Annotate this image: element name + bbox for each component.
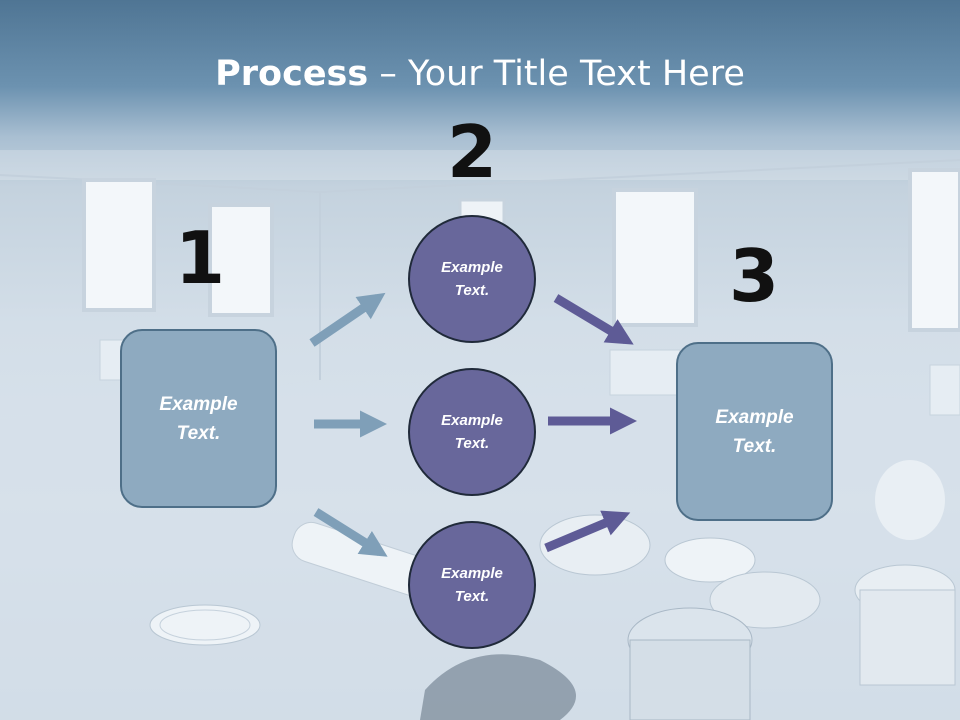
step-number-3: 3 xyxy=(728,234,780,318)
step-number-1: 1 xyxy=(174,216,226,300)
title-bold: Process xyxy=(215,54,369,94)
slide-title: Process – Your Title Text Here xyxy=(0,52,960,96)
circle-top-text: Example Text. xyxy=(441,259,503,299)
step-2-circle-middle: Example Text. xyxy=(408,368,536,496)
arrow-bottom-to-3 xyxy=(544,510,631,553)
title-rest: – Your Title Text Here xyxy=(368,54,745,94)
step-1-text: Example Text. xyxy=(159,393,238,444)
step-number-2: 2 xyxy=(446,110,498,194)
circle-bottom-text: Example Text. xyxy=(441,565,503,605)
step-1-box: Example Text. xyxy=(120,329,277,508)
step-3-text: Example Text. xyxy=(715,406,794,457)
step-2-circle-top: Example Text. xyxy=(408,215,536,343)
circle-middle-text: Example Text. xyxy=(441,412,503,452)
step-2-circle-bottom: Example Text. xyxy=(408,521,536,649)
arrow-1-to-bottom xyxy=(313,508,388,557)
arrow-top-to-3 xyxy=(553,294,634,345)
step-3-box: Example Text. xyxy=(676,342,833,521)
arrow-1-to-top xyxy=(309,292,386,347)
